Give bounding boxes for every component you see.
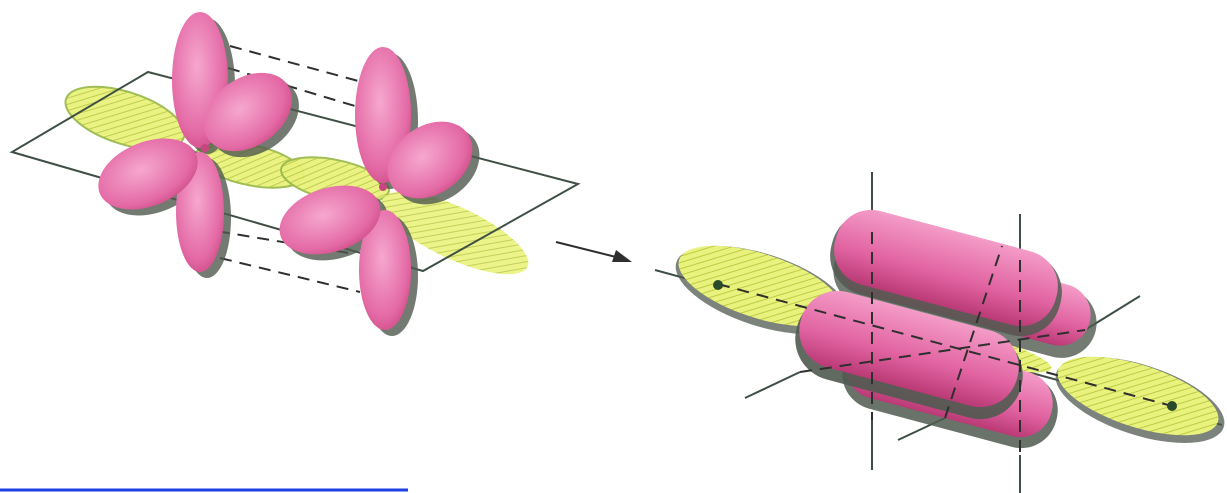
nucleus-1 bbox=[201, 144, 209, 152]
after-panel bbox=[655, 172, 1227, 493]
reaction-arrow bbox=[556, 242, 632, 262]
nucleus-left bbox=[713, 280, 723, 290]
arrow-head bbox=[612, 250, 632, 262]
nucleus-2 bbox=[379, 183, 387, 191]
before-panel bbox=[12, 12, 578, 336]
nucleus-right bbox=[1167, 401, 1177, 411]
